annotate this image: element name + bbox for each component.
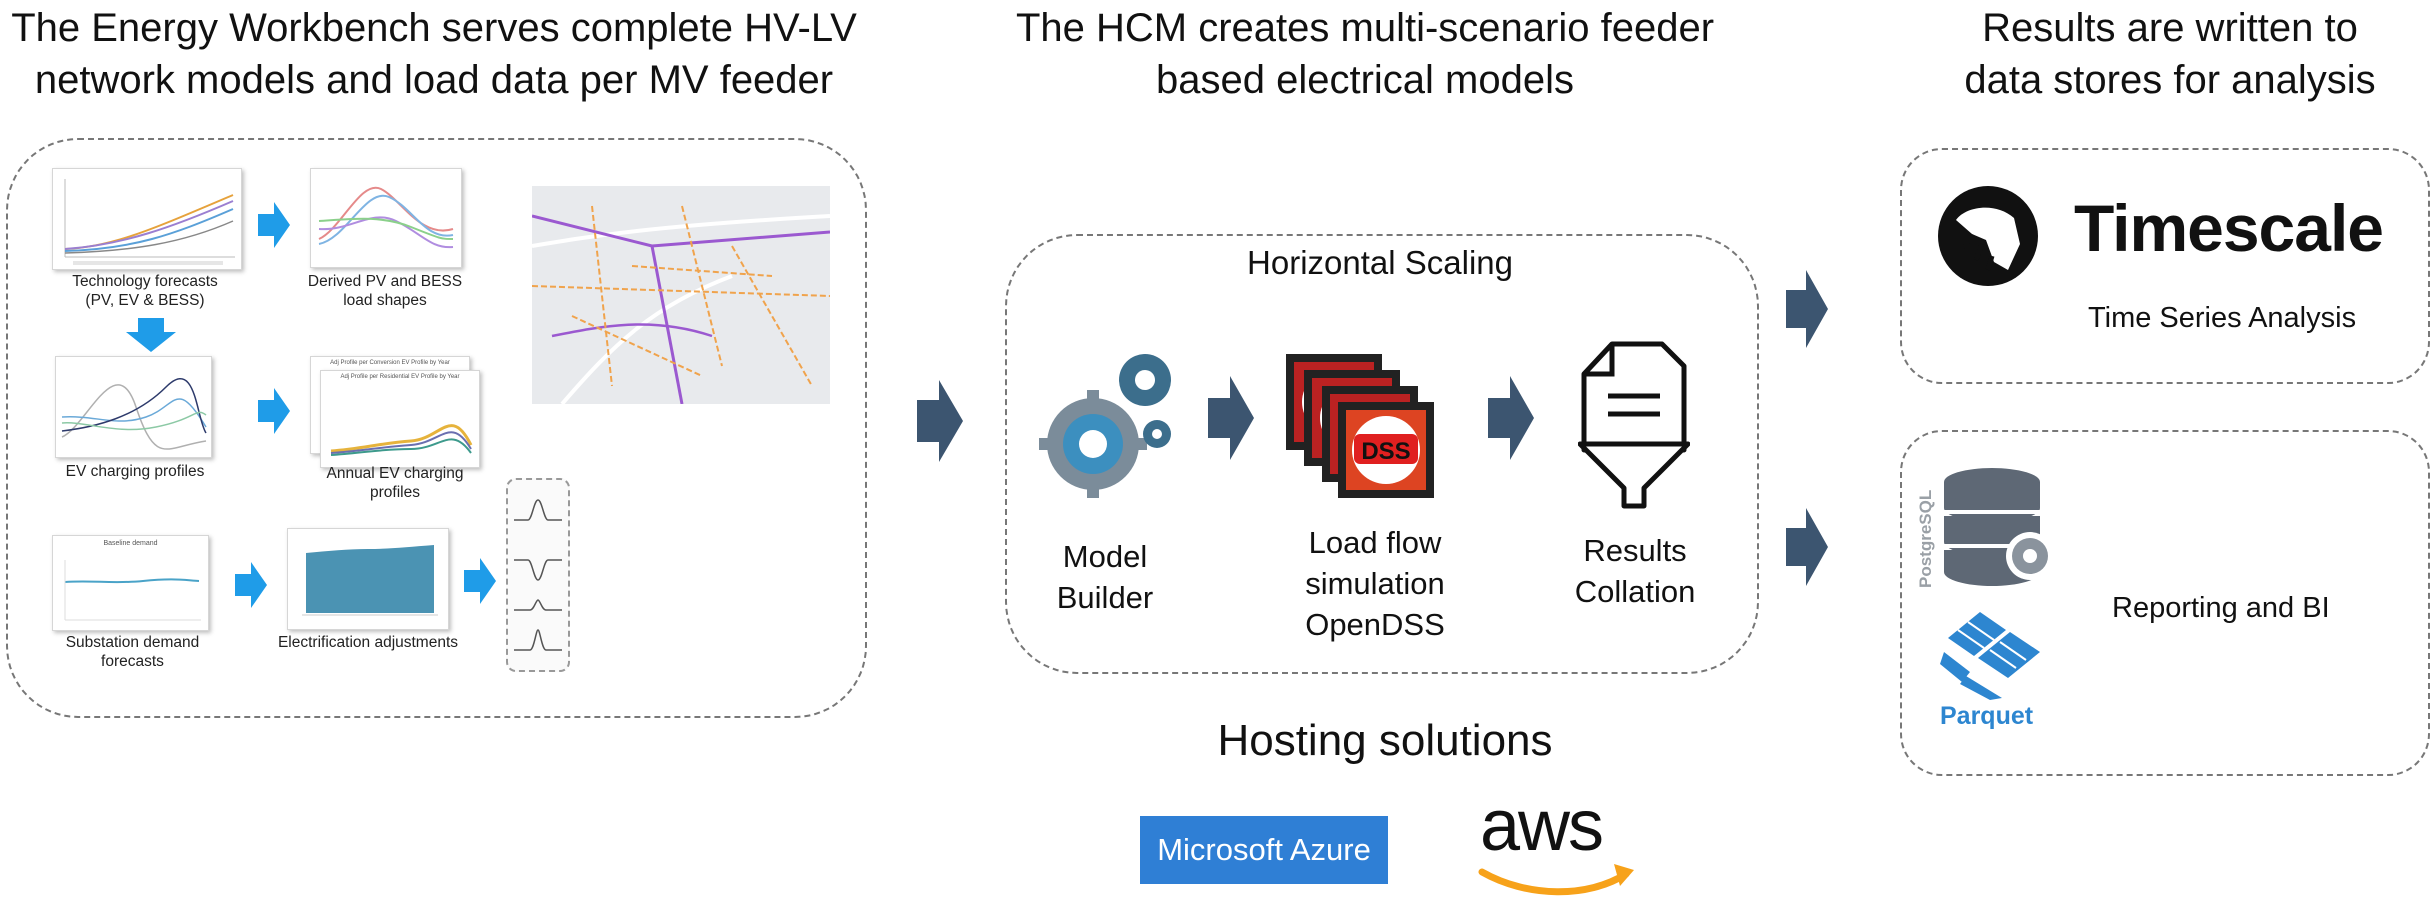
electrification-label: Electrification adjustments <box>277 634 459 651</box>
substation-demand-label: Substation demand forecasts <box>65 634 200 670</box>
model-builder-label: Model Builder <box>1056 539 1154 615</box>
postgresql-label: PostgreSQL <box>1916 489 1935 588</box>
results-collation-label: Results Collation <box>1574 533 1696 609</box>
database-gear-icon <box>1944 468 2054 586</box>
time-series-label: Time Series Analysis <box>2088 302 2357 334</box>
baseline-demand-title: Baseline demand <box>103 540 158 547</box>
arrow-substation-to-electrification <box>235 562 267 608</box>
load-flow-label: Load flow simulation OpenDSS <box>1305 525 1445 642</box>
heading-results: Results are written to data stores for a… <box>1964 6 2376 102</box>
arrow-tech-to-derived <box>258 202 290 248</box>
gears-icon <box>1039 354 1171 498</box>
technology-forecasts-label: Technology forecasts (PV, EV & BESS) <box>72 273 218 309</box>
annual-ev-chart-front-title: Adj Profile per Residential EV Profile b… <box>340 374 460 380</box>
heading-hcm: The HCM creates multi-scenario feeder ba… <box>1015 6 1715 102</box>
hosting-title: Hosting solutions <box>1217 716 1553 765</box>
derived-shapes-chart <box>310 168 462 268</box>
arrow-tech-to-ev <box>126 318 176 352</box>
heading-energy-workbench: The Energy Workbench serves complete HV-… <box>11 6 857 102</box>
arrow-to-reporting <box>1786 508 1828 586</box>
arrow-ev-to-annual <box>258 388 290 434</box>
aws-logo-text: aws <box>1480 786 1604 866</box>
arrow-loadflow-to-collation <box>1488 376 1534 460</box>
arrow-workbench-to-hcm <box>917 380 963 462</box>
profile-strip <box>506 478 570 672</box>
reporting-bi-label: Reporting and BI <box>2112 592 2330 624</box>
annual-ev-label: Annual EV charging profiles <box>326 465 464 501</box>
arrow-model-to-loadflow <box>1208 376 1254 460</box>
derived-shapes-label: Derived PV and BESS load shapes <box>307 273 463 309</box>
ev-charging-label: EV charging profiles <box>65 463 205 480</box>
annual-ev-chart-front: Adj Profile per Residential EV Profile b… <box>320 370 480 468</box>
arrow-electrification-to-profiles <box>464 558 496 604</box>
arrow-to-timescale <box>1786 270 1828 348</box>
document-funnel-icon <box>1578 341 1690 509</box>
parquet-label: Parquet <box>1940 702 2034 730</box>
microsoft-azure-badge: Microsoft Azure <box>1140 816 1388 884</box>
electrification-chart <box>287 528 449 630</box>
technology-forecasts-chart <box>52 168 242 270</box>
ev-charging-chart <box>55 356 212 458</box>
timescale-wordmark: Timescale <box>2074 191 2384 265</box>
parquet-icon <box>1940 612 2040 700</box>
substation-demand-chart: Baseline demand <box>52 535 209 631</box>
timescale-logo-icon <box>1938 186 2038 286</box>
aws-smile-icon <box>1478 864 1634 896</box>
network-map <box>532 186 830 404</box>
opendss-icon <box>1286 354 1434 498</box>
horizontal-scaling-title: Horizontal Scaling <box>1247 244 1513 281</box>
dss-chip-label: DSS <box>1361 438 1411 465</box>
annual-ev-chart-back-title: Adj Profile per Conversion EV Profile by… <box>330 360 450 366</box>
